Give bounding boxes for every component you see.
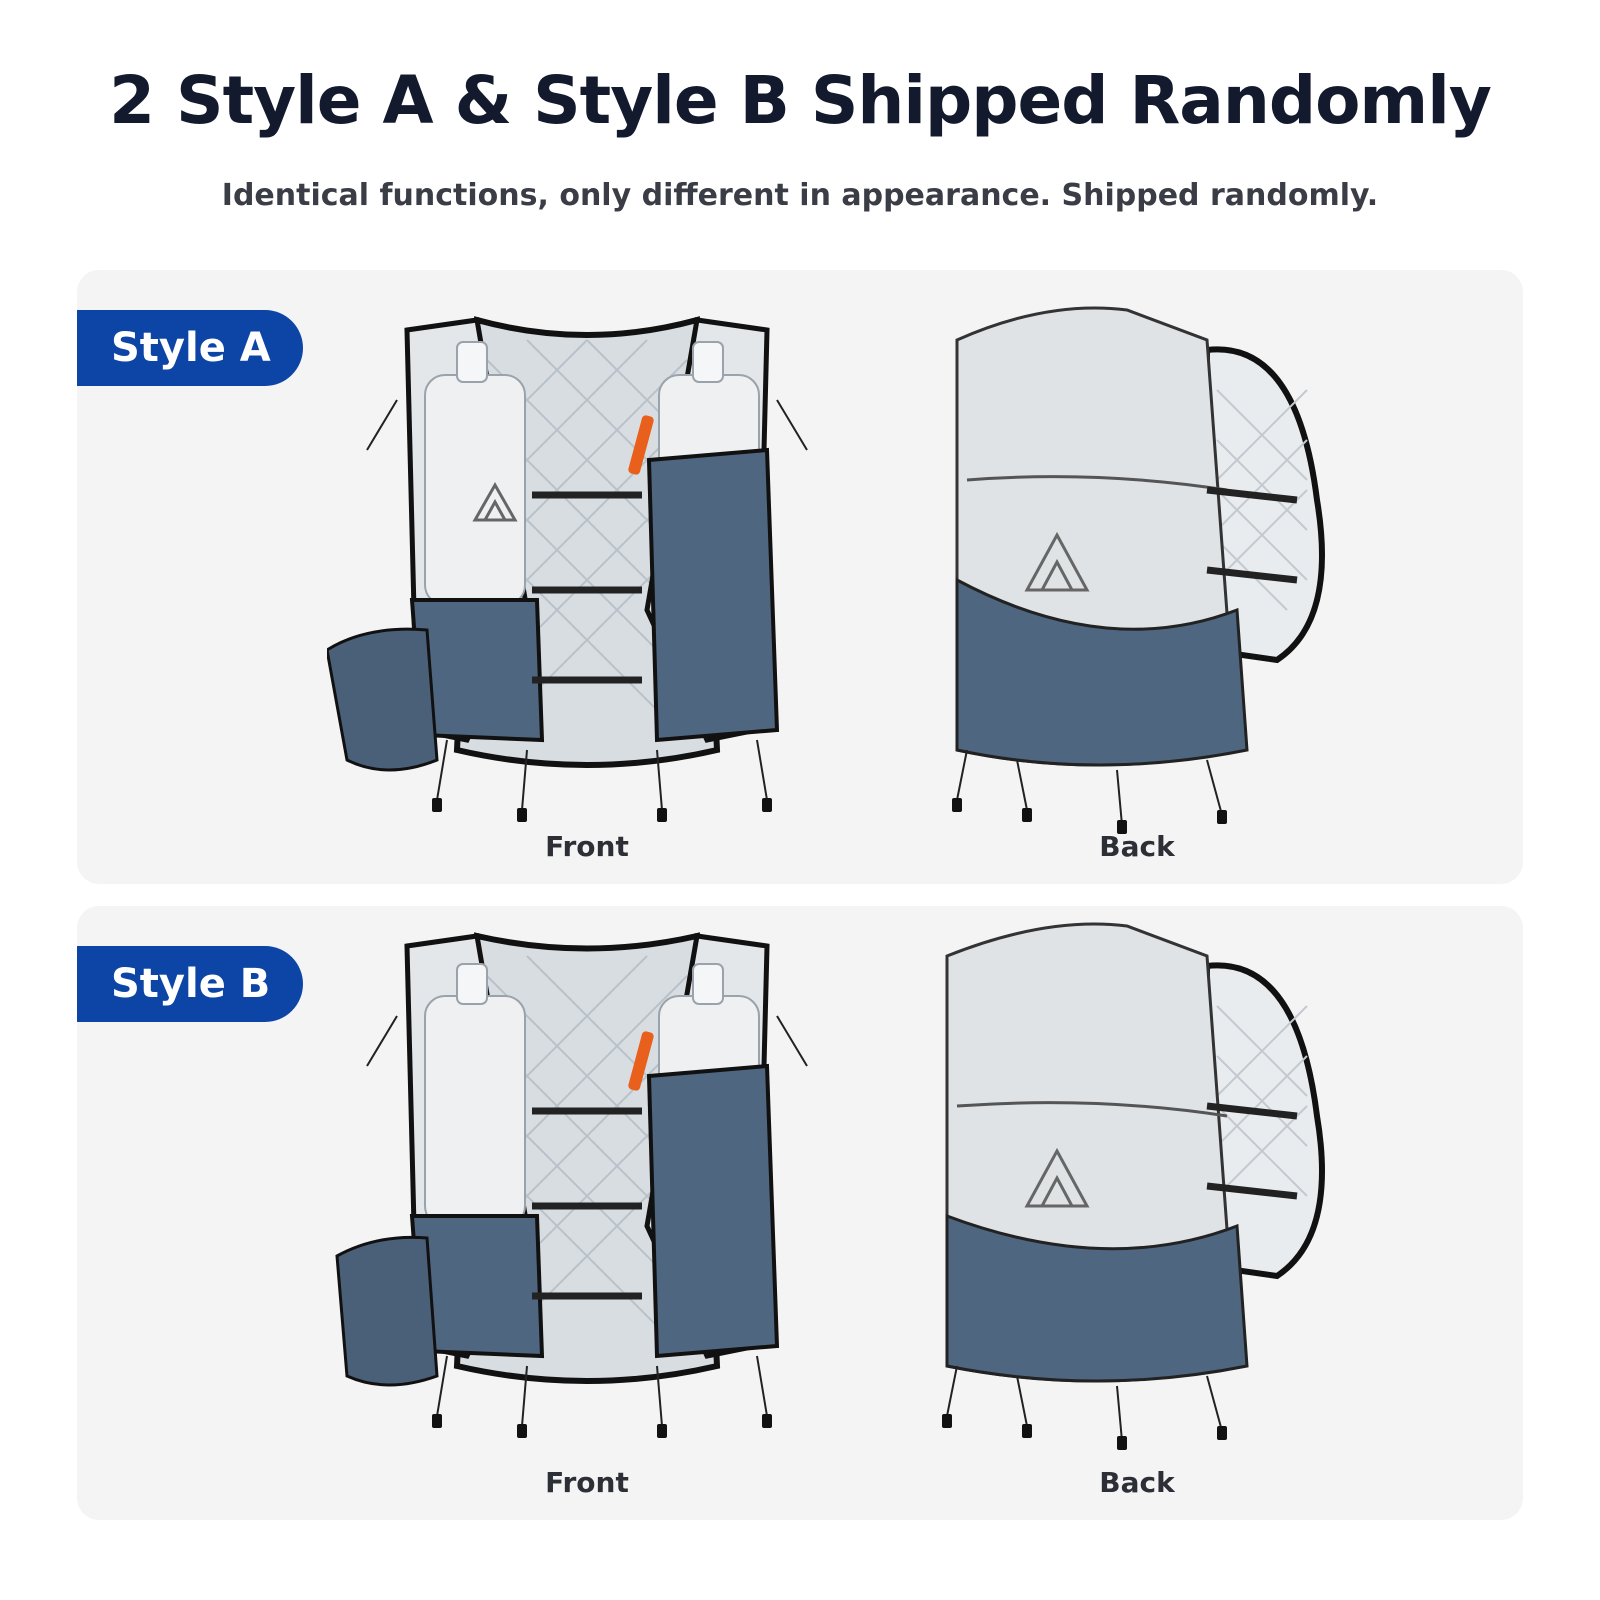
style-a-front-caption: Front	[545, 830, 629, 863]
page-title: 2 Style A & Style B Shipped Randomly	[109, 62, 1492, 139]
vest-front-illustration	[327, 316, 808, 822]
style-a-back-caption: Back	[1099, 830, 1175, 863]
style-b-back-image	[877, 916, 1397, 1476]
style-b-badge: Style B	[77, 946, 303, 1022]
vest-back-illustration	[942, 922, 1325, 1450]
style-b-front-caption: Front	[545, 1466, 629, 1499]
page-subtitle: Identical functions, only different in a…	[221, 178, 1379, 213]
vest-back-illustration	[952, 306, 1325, 834]
style-a-front-image	[327, 280, 847, 840]
style-b-front-image	[327, 916, 847, 1476]
style-a-badge: Style A	[77, 310, 303, 386]
vest-front-illustration	[335, 932, 808, 1438]
style-a-panel: Style A	[77, 270, 1523, 884]
style-b-back-caption: Back	[1099, 1466, 1175, 1499]
style-a-back-image	[877, 280, 1397, 840]
style-b-panel: Style B	[77, 906, 1523, 1520]
